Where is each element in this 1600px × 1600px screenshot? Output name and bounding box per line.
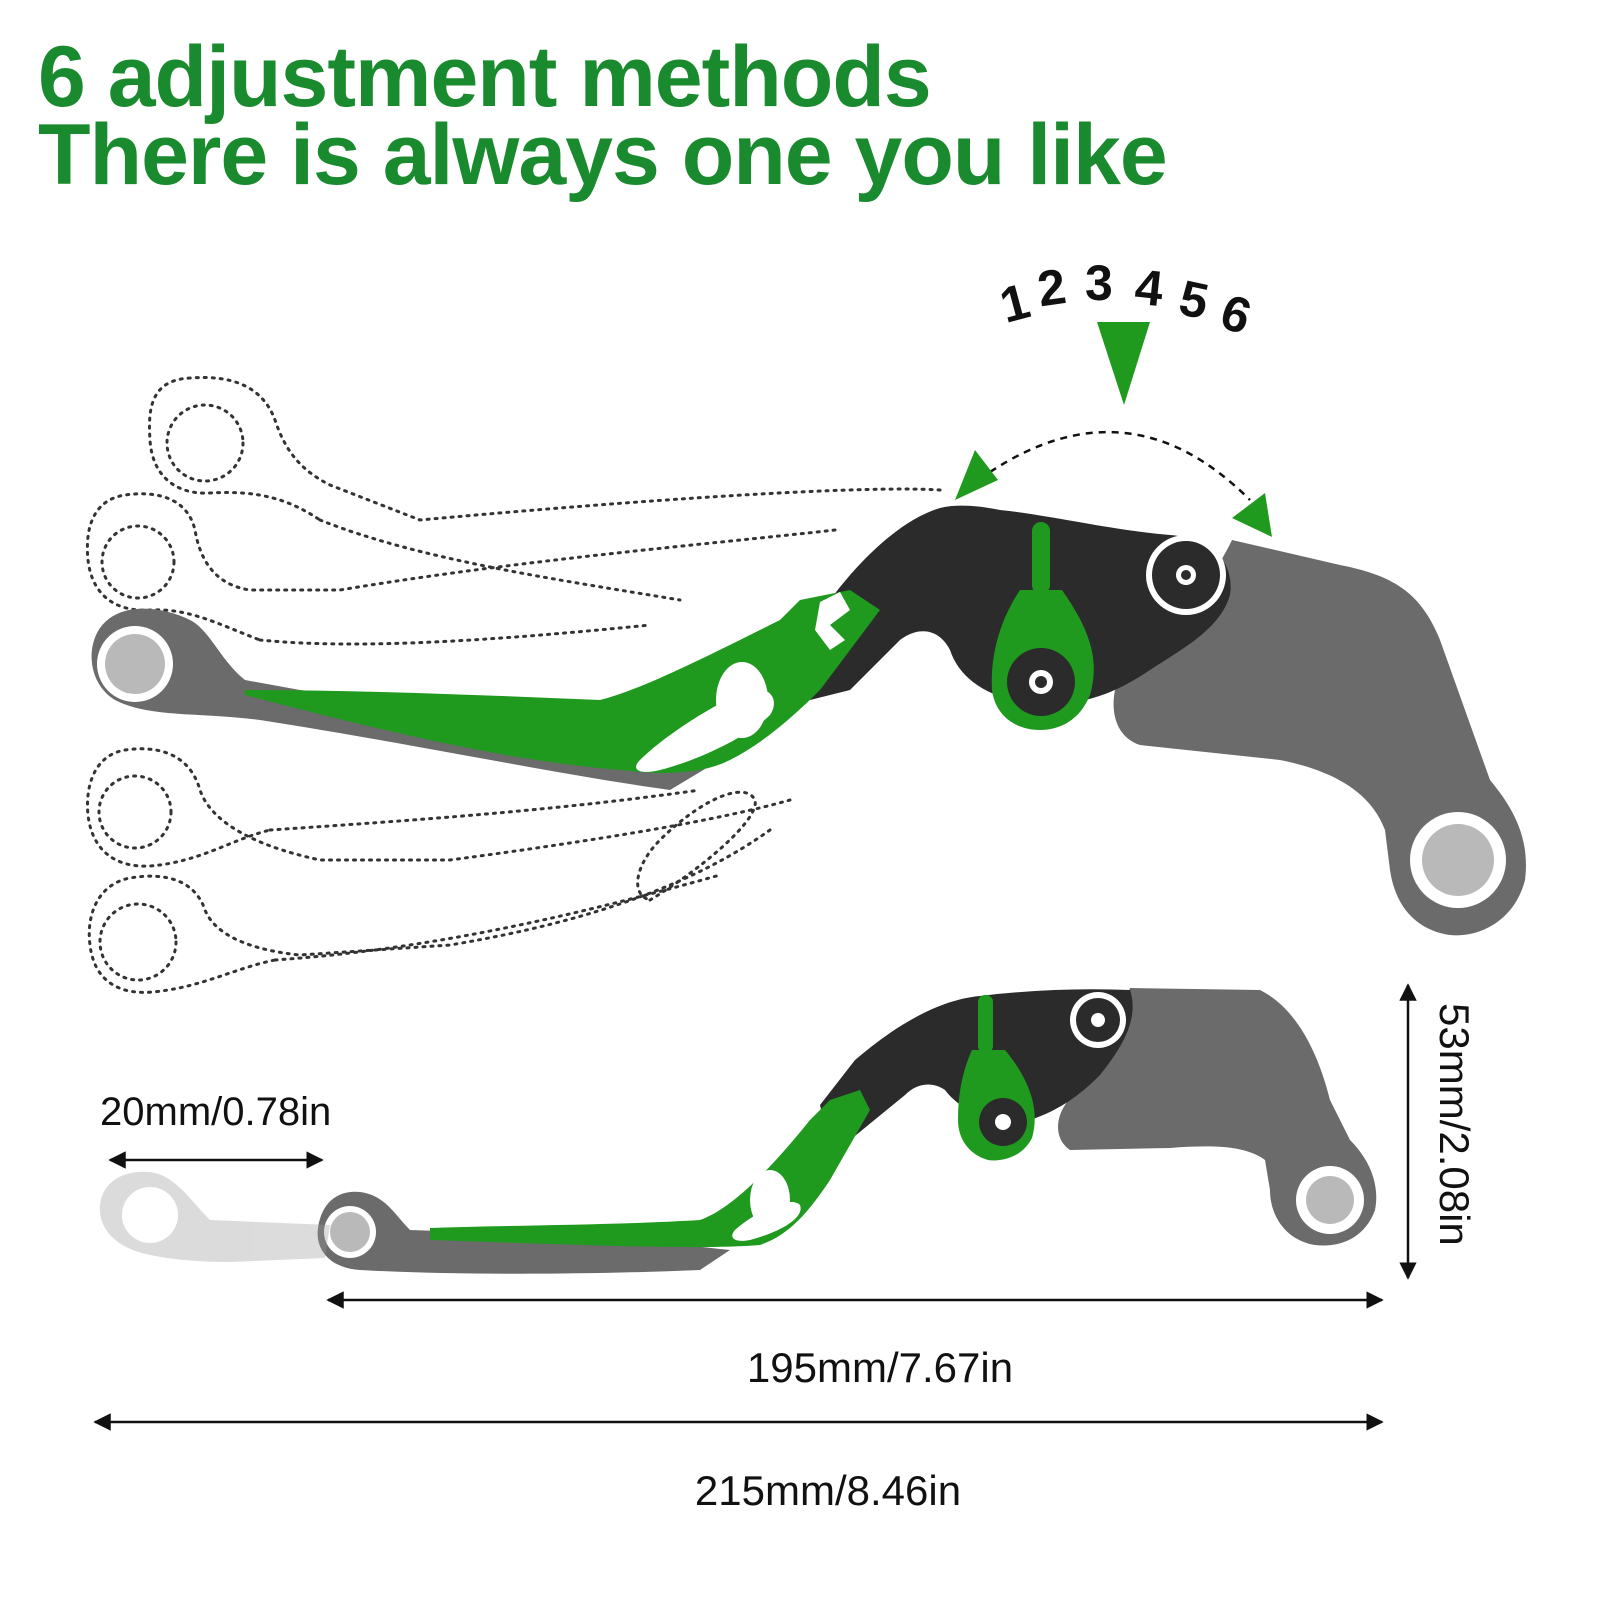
lever-length-label: 195mm/7.67in: [747, 1344, 1013, 1391]
extension-dimension: 20mm/0.78in: [100, 1090, 331, 1169]
insert-clip: [815, 592, 850, 650]
position-number-4: 4: [1132, 259, 1166, 318]
position-number-2: 2: [1034, 258, 1069, 317]
lower-green-insert: [430, 1090, 870, 1248]
ghost-lever-1: [148, 376, 942, 522]
ghost-lever-2: [85, 492, 837, 642]
ghost-lever-3-hole: [97, 774, 173, 850]
extension-label: 20mm/0.78in: [100, 1090, 331, 1134]
down-arrow-icon: [1097, 322, 1150, 405]
ghost-slot-outline: [636, 790, 757, 902]
ghost-lever-4-hole: [98, 902, 178, 982]
headline-line-1: 6 adjustment methods: [38, 29, 932, 125]
main-lever: [91, 505, 1526, 936]
adjuster-dial: [991, 522, 1094, 730]
ghost-lever-positions: [85, 376, 942, 994]
height-label: 53mm/2.08in: [1431, 1003, 1478, 1246]
position-number-3: 3: [1085, 255, 1113, 311]
total-length-dimension: 215mm/8.46in: [93, 1413, 1384, 1514]
lower-blade: [317, 1191, 730, 1274]
ghost-lever-3: [85, 747, 792, 868]
ghost-lever-2-hole: [100, 524, 176, 600]
lever-length-dimension: 195mm/7.67in: [326, 1291, 1384, 1391]
perch-bore: [1422, 824, 1494, 896]
total-length-label: 215mm/8.46in: [695, 1467, 961, 1514]
position-number-1: 1: [994, 273, 1035, 334]
rotation-arrow-icon: [955, 430, 1272, 537]
position-number-5: 5: [1175, 269, 1214, 330]
blade-end-hole: [105, 634, 165, 694]
insert-slot-2: [716, 662, 768, 738]
lever-green-insert: [245, 590, 880, 773]
lower-lever: [317, 988, 1377, 1274]
headline: 6 adjustment methods There is always one…: [38, 29, 1168, 203]
ghost-lever-1-hole: [165, 403, 245, 483]
height-dimension: 53mm/2.08in: [1399, 983, 1478, 1280]
extended-blade-ghost: [99, 1171, 330, 1262]
lower-perch: [1058, 988, 1377, 1246]
ghost-lever-4: [87, 828, 772, 994]
headline-line-2: There is always one you like: [38, 107, 1168, 203]
position-number-6: 6: [1214, 283, 1258, 345]
